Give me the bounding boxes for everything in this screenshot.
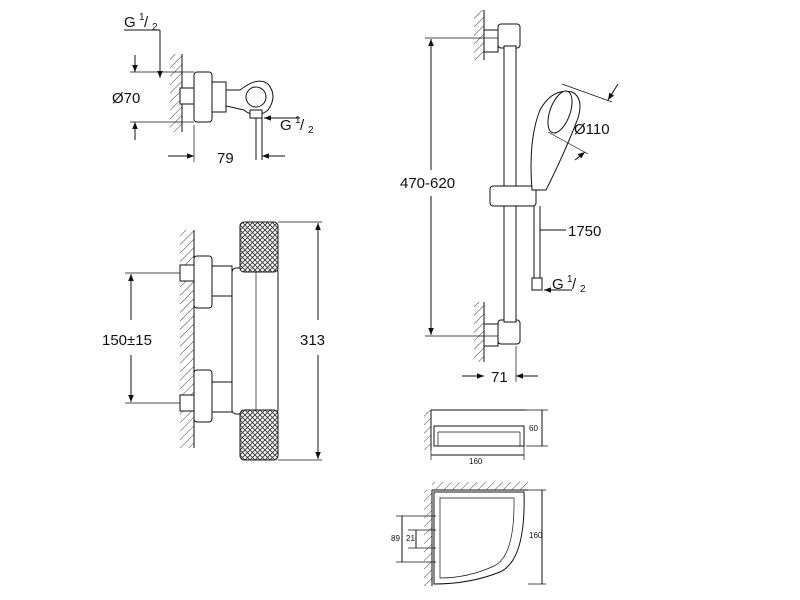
dimension-thread-top: G 1 / 2	[124, 12, 163, 78]
head-diameter-label: Ø110	[574, 121, 610, 138]
thermostat-drawing	[179, 221, 279, 461]
dimension-head-diameter: Ø110	[547, 83, 619, 161]
hose-length-label: 1750	[568, 223, 601, 240]
thread-top-den: 2	[152, 22, 158, 33]
thread-side-den: 2	[308, 125, 314, 136]
thread-side-base: G	[280, 117, 292, 134]
corner-dim-a-label: 89	[391, 534, 400, 543]
thread-side-num: 1	[295, 115, 301, 126]
depth-label: 79	[217, 150, 234, 167]
dimension-hose-length: 1750	[540, 223, 601, 240]
height-label: 313	[300, 332, 325, 349]
hose-thread-num: 1	[567, 274, 573, 285]
shower-rail-drawing	[474, 10, 581, 362]
projection-label: 71	[491, 369, 508, 386]
dimension-rail-length: 470-620	[400, 37, 498, 337]
rail-length-label: 470-620	[400, 175, 455, 192]
dimension-spacing-150: 150±15	[102, 272, 180, 404]
dimension-depth-79: 79	[168, 125, 285, 167]
dimension-shelf-depth: 60	[526, 409, 548, 447]
shelf-width-label: 160	[469, 457, 483, 466]
svg-text:/: /	[144, 14, 149, 31]
dimension-height-313: 313	[278, 221, 325, 461]
thread-top-num: 1	[139, 12, 145, 23]
corner-size-label: 160	[529, 531, 543, 540]
dimension-thread-side: G 1 / 2	[264, 115, 314, 136]
dimension-corner-89: 89	[391, 515, 436, 563]
dimension-projection-71: 71	[462, 346, 538, 386]
diameter-label: Ø70	[112, 90, 140, 107]
dimension-shelf-width: 160	[430, 446, 525, 466]
dimension-corner-21: 21	[406, 529, 436, 549]
spacing-label: 150±15	[102, 332, 152, 349]
dimension-diameter-70: Ø70	[112, 55, 194, 140]
shelf-drawing	[424, 409, 526, 450]
corner-dim-b-label: 21	[406, 534, 415, 543]
corner-shelf-drawing	[424, 482, 528, 586]
dimension-corner-160: 160	[528, 489, 546, 585]
svg-text:/: /	[572, 276, 577, 293]
svg-text:/: /	[300, 117, 305, 134]
hose-thread-base: G	[552, 276, 564, 293]
thread-top-base: G	[124, 14, 136, 31]
shelf-depth-label: 60	[529, 424, 538, 433]
dimension-hose-thread: G 1 / 2	[544, 274, 586, 295]
hose-thread-den: 2	[580, 284, 586, 295]
wall-valve-drawing	[170, 54, 274, 160]
